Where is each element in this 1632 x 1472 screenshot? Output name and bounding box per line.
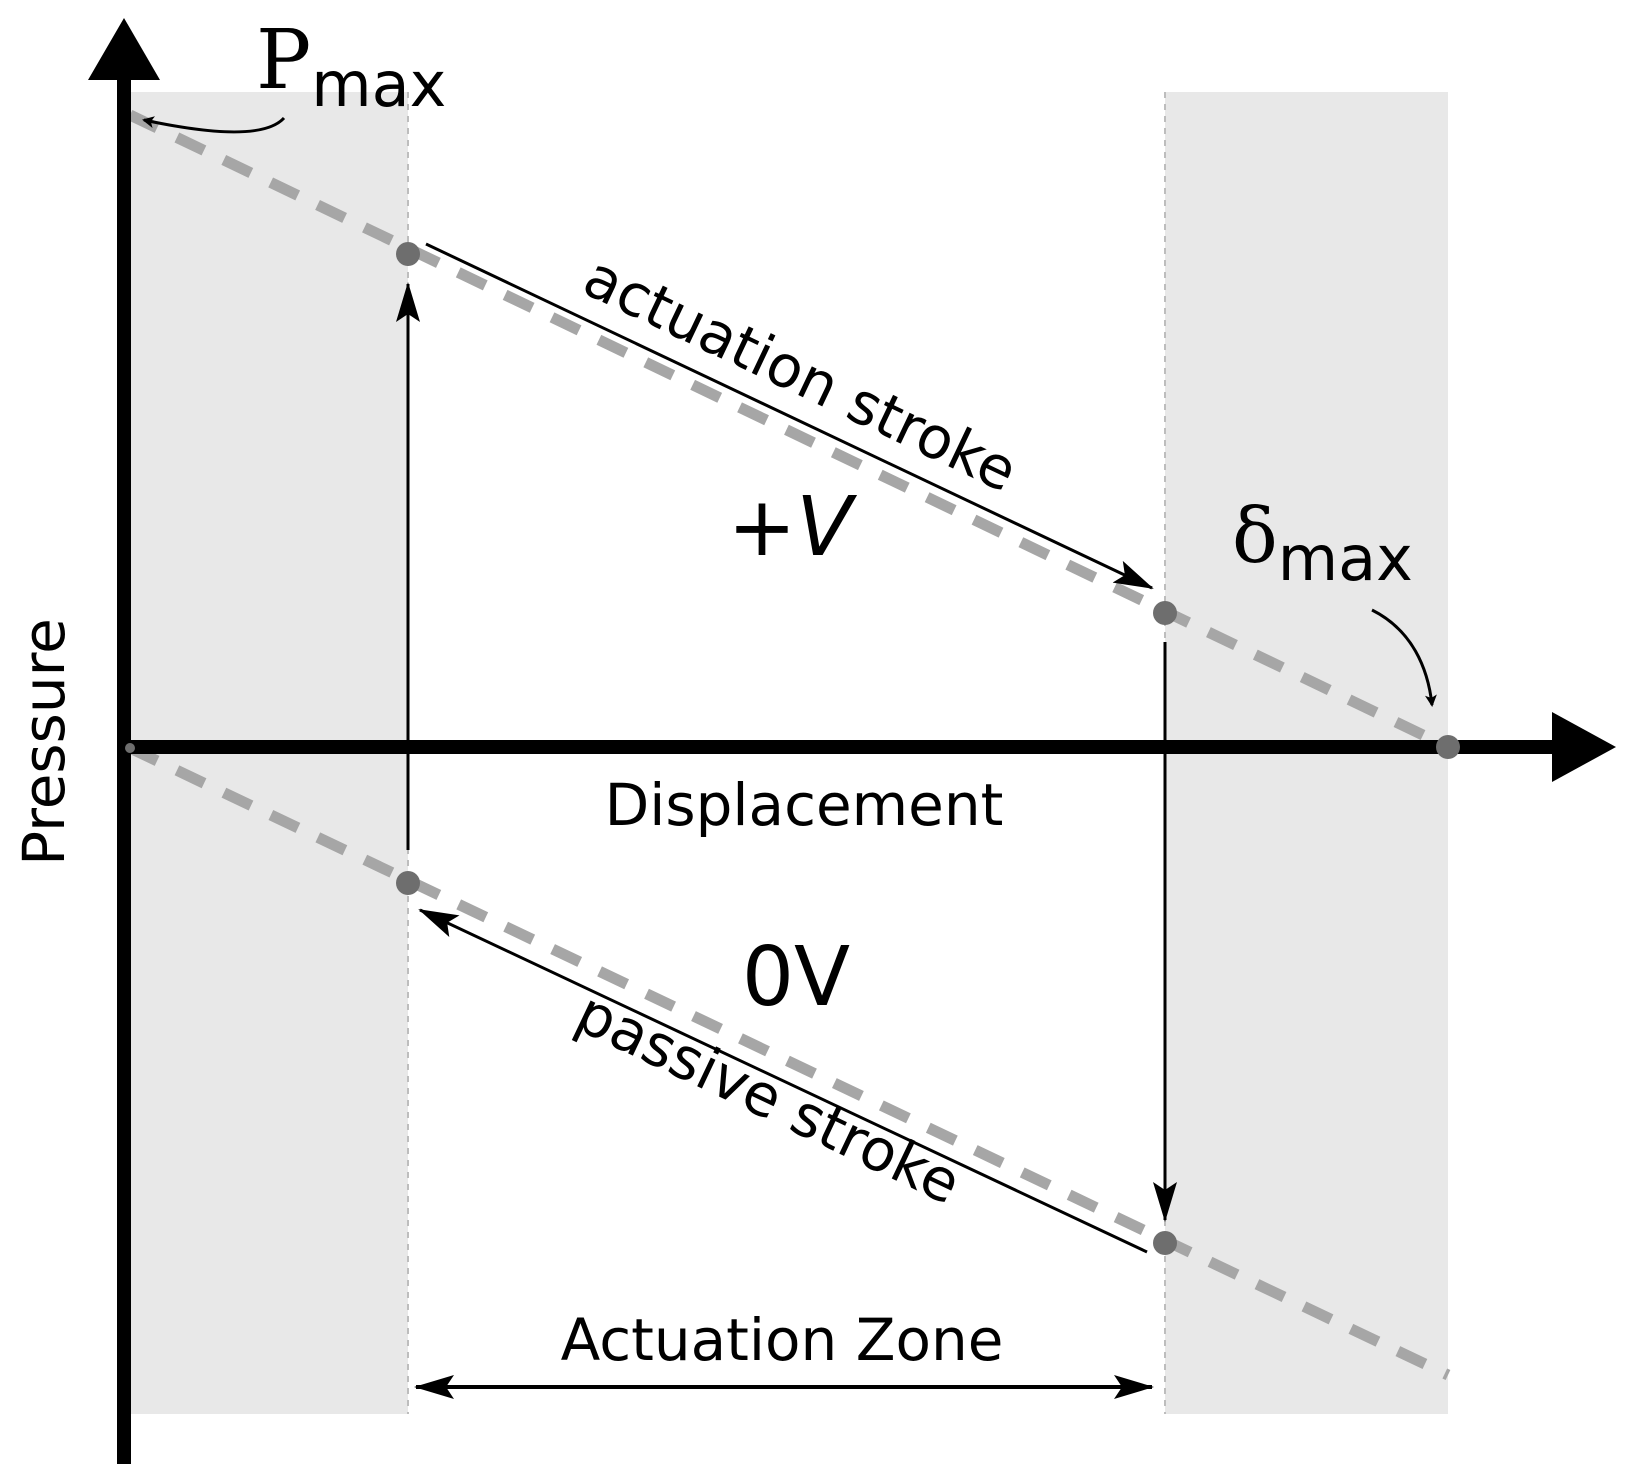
p-max-symbol: P xyxy=(256,13,311,108)
point-right-lower xyxy=(1153,1231,1177,1255)
point-left-lower xyxy=(396,871,420,895)
delta-max-label: δmax xyxy=(1232,491,1413,595)
point-left-upper xyxy=(396,242,420,266)
actuated-characteristic-line xyxy=(127,110,1451,752)
p-max-subscript: max xyxy=(311,48,446,121)
point-right-upper xyxy=(1153,601,1177,625)
delta-max-subscript: max xyxy=(1278,522,1413,595)
x-axis-arrowhead xyxy=(1552,712,1616,782)
delta-max-symbol: δ xyxy=(1232,491,1278,580)
point-delta-max xyxy=(1436,735,1460,759)
y-axis-label: Pressure xyxy=(10,618,78,866)
actuation-stroke-arrow xyxy=(425,242,1154,590)
delta-max-pointer xyxy=(1371,608,1437,707)
plus-v-label: +V xyxy=(728,480,858,575)
point-origin xyxy=(125,743,135,753)
actuation-stroke-label: actuation stroke xyxy=(574,242,1028,505)
x-axis-label: Displacement xyxy=(605,771,1004,839)
zero-v-label: 0V xyxy=(742,930,850,1025)
p-max-pointer xyxy=(142,116,286,134)
passive-characteristic-line xyxy=(127,743,1451,1380)
passive-stroke-arrow xyxy=(418,908,1148,1254)
p-max-label: Pmax xyxy=(256,13,446,121)
y-axis-arrowhead xyxy=(88,18,160,80)
actuation-zone-label: Actuation Zone xyxy=(561,1306,1004,1374)
